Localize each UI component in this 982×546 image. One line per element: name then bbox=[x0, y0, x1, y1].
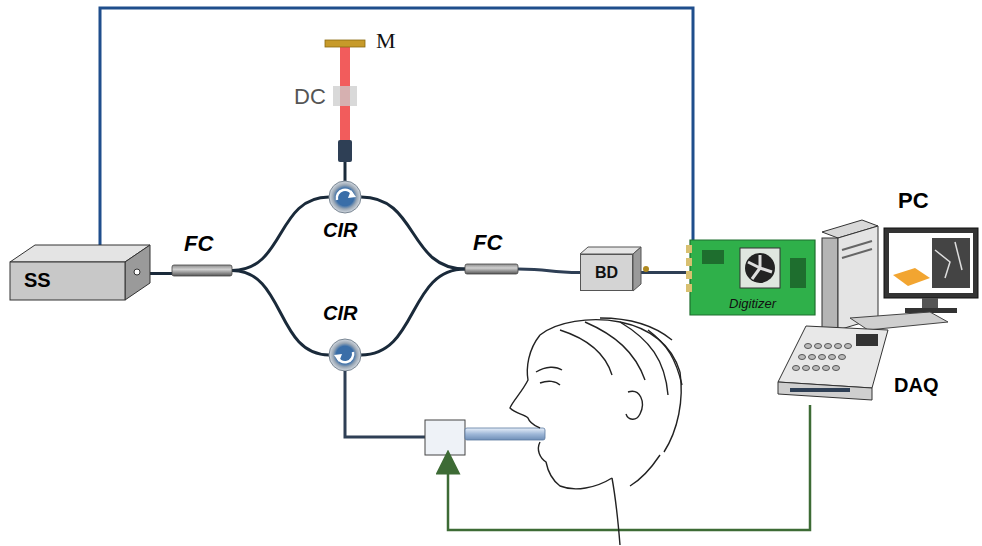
computer bbox=[822, 220, 978, 330]
node-label: SS bbox=[24, 269, 51, 292]
coupler-node: FC bbox=[465, 264, 518, 274]
circulator-symbol bbox=[329, 181, 361, 213]
digitizer-card bbox=[686, 240, 815, 315]
keypad-key bbox=[825, 344, 832, 349]
fiber-connector bbox=[232, 197, 329, 271]
daq-node: DAQ bbox=[778, 326, 888, 400]
circulator-symbol bbox=[329, 339, 361, 371]
keypad-key bbox=[815, 344, 822, 349]
keypad-key bbox=[833, 366, 840, 371]
keypad-key bbox=[839, 355, 846, 360]
intraoral-probe bbox=[465, 428, 545, 440]
keypad-key bbox=[819, 355, 826, 360]
keypad-key bbox=[793, 366, 800, 371]
fiber bbox=[344, 162, 347, 181]
keypad-key bbox=[813, 366, 820, 371]
fiber-coupler bbox=[172, 265, 232, 276]
node-label: DAQ bbox=[894, 374, 938, 397]
fiber-connector bbox=[361, 197, 465, 269]
fiber-connector bbox=[633, 271, 690, 274]
mirror bbox=[325, 40, 365, 47]
fiber-connector bbox=[232, 271, 329, 356]
probe-housing bbox=[425, 420, 465, 455]
node-label: CIR bbox=[323, 302, 357, 325]
balanced-detector bbox=[580, 247, 649, 291]
keypad-key bbox=[845, 344, 852, 349]
source-box-node: SS bbox=[10, 245, 150, 302]
keypad-key bbox=[835, 344, 842, 349]
keypad-key bbox=[829, 355, 836, 360]
detector-box-node: BD bbox=[580, 254, 633, 291]
fiber-connector bbox=[518, 269, 580, 273]
node-label: Digitizer bbox=[729, 296, 776, 311]
node-label: PC bbox=[898, 188, 929, 214]
fiber bbox=[345, 371, 425, 437]
part-label: DC bbox=[294, 84, 326, 110]
swept-source-box bbox=[10, 245, 150, 300]
keypad-key bbox=[823, 366, 830, 371]
keypad-key bbox=[799, 355, 806, 360]
dispersion-compensator bbox=[333, 86, 357, 106]
node-label: FC bbox=[184, 231, 213, 257]
keypad-key bbox=[805, 344, 812, 349]
fiber-connector bbox=[100, 8, 693, 245]
circulator-node: CIR bbox=[329, 339, 361, 371]
node-label: FC bbox=[473, 230, 502, 256]
digitizer-node: Digitizer bbox=[690, 240, 815, 315]
node-label: CIR bbox=[323, 219, 357, 242]
computer-node: PC bbox=[822, 226, 978, 330]
coupler-node: FC bbox=[172, 265, 232, 276]
patient-face bbox=[510, 318, 682, 545]
fiber-connector bbox=[361, 269, 465, 355]
fiber-connector bbox=[150, 272, 172, 275]
node-label: BD bbox=[595, 264, 618, 282]
keypad-key bbox=[803, 366, 810, 371]
fiber-coupler bbox=[465, 264, 518, 274]
daq-device bbox=[778, 326, 888, 400]
control-line bbox=[448, 405, 810, 530]
part-label: M bbox=[376, 28, 396, 54]
circulator-node: CIR bbox=[329, 181, 361, 213]
keypad-key bbox=[809, 355, 816, 360]
collimator bbox=[338, 140, 352, 162]
